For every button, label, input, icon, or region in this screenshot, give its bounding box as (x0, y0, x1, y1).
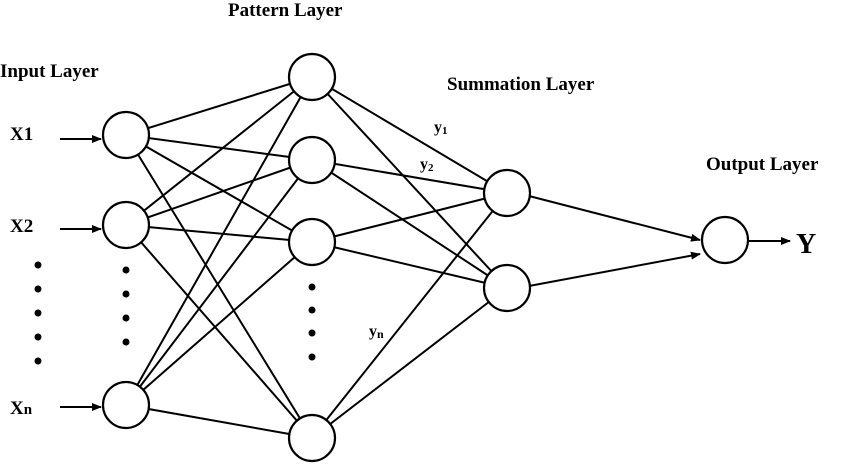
pattern-layer-nodes (287, 52, 337, 463)
pattern-output-label-y1: y1 (434, 119, 448, 137)
summation-node-1 (482, 168, 532, 218)
input-ellipsis-dots (34, 261, 42, 365)
output-node (700, 215, 750, 265)
input-node-n (101, 380, 151, 430)
pattern-output-label-y2: y2 (420, 156, 434, 174)
output-symbol: Y (796, 229, 816, 260)
summation-to-output-connections (528, 195, 701, 287)
pattern-node-2 (287, 135, 337, 185)
summation-node-2 (482, 263, 532, 313)
pattern-node-n (287, 413, 337, 463)
pattern-node-3 (287, 217, 337, 267)
input-node-ellipsis-dots (122, 266, 130, 346)
pattern-output-label-yn: yn (369, 323, 384, 341)
summation-layer-title: Summation Layer (447, 74, 595, 95)
input-label-xn: Xn (10, 398, 33, 419)
summation-layer-nodes (482, 168, 532, 313)
pattern-to-summation-connections (311, 76, 508, 439)
input-to-pattern-connections (125, 76, 313, 439)
pattern-node-1 (287, 52, 337, 102)
input-layer-nodes (101, 110, 151, 430)
output-layer-title: Output Layer (706, 154, 819, 175)
input-label-x1: X1 (10, 124, 33, 145)
input-label-x2: X2 (10, 216, 33, 237)
pattern-layer-title: Pattern Layer (228, 0, 343, 21)
input-node-2 (101, 200, 151, 250)
input-layer-title: Input Layer (0, 61, 99, 82)
input-arrows (60, 135, 102, 411)
pattern-node-ellipsis-dots (308, 283, 316, 361)
input-node-1 (101, 110, 151, 160)
